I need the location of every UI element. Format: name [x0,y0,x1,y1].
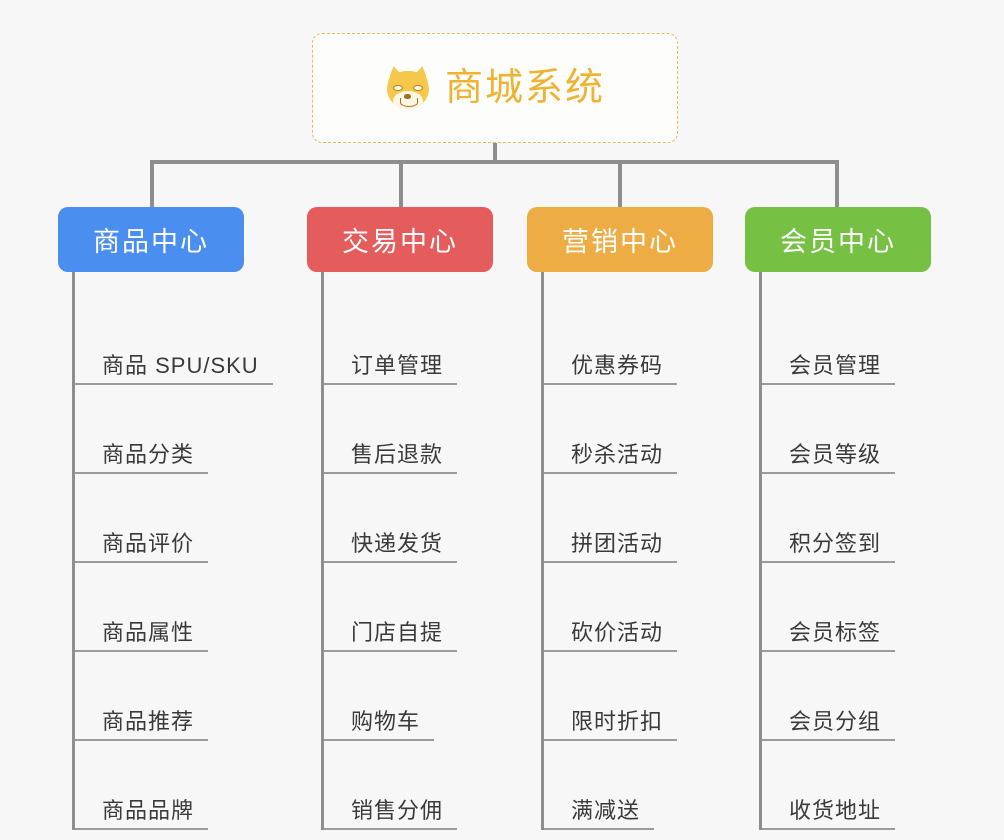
column-trade-center: 交易中心 订单管理 售后退款 快递发货 门店自提 购物车 销售分佣 [307,207,587,830]
list-item[interactable]: 会员等级 [762,385,896,474]
item-label: 限时折扣 [544,709,678,741]
dog-eye-right-icon [412,85,423,91]
item-list-trade-center: 订单管理 售后退款 快递发货 门店自提 购物车 销售分佣 [321,296,458,830]
connector-root-stem [493,143,497,163]
column-product-center: 商品中心 商品 SPU/SKU 商品分类 商品评价 商品属性 商品推荐 商品品牌 [58,207,358,830]
root-node[interactable]: 商城系统 [312,33,678,143]
item-label: 秒杀活动 [544,442,678,474]
item-label: 满减送 [544,798,655,830]
list-item[interactable]: 砍价活动 [544,563,678,652]
list-item[interactable]: 商品推荐 [75,652,273,741]
dog-mouth-icon [399,98,418,107]
list-item[interactable]: 秒杀活动 [544,385,678,474]
connector-horizontal-bus [150,160,839,164]
item-label: 积分签到 [762,531,896,563]
item-label: 商品分类 [75,442,209,474]
item-label: 门店自提 [324,620,458,652]
list-item[interactable]: 商品评价 [75,474,273,563]
list-item[interactable]: 优惠券码 [544,296,678,385]
root-title: 商城系统 [444,67,605,109]
category-header-product-center[interactable]: 商品中心 [58,207,244,272]
item-label: 砍价活动 [544,620,678,652]
item-label: 拼团活动 [544,531,678,563]
list-item[interactable]: 积分签到 [762,474,896,563]
list-item[interactable]: 满减送 [544,741,677,830]
list-item[interactable]: 会员分组 [762,652,896,741]
dog-eye-left-icon [392,85,403,91]
list-item[interactable]: 收货地址 [762,741,896,830]
item-label: 购物车 [324,709,435,741]
dog-nose-icon [404,94,412,99]
list-item[interactable]: 快递发货 [324,474,458,563]
item-label: 会员等级 [762,442,896,474]
list-item[interactable]: 商品品牌 [75,741,273,830]
category-header-trade-center[interactable]: 交易中心 [307,207,493,272]
item-label: 会员标签 [762,620,896,652]
connector-drop-trade-center [399,160,403,208]
list-item[interactable]: 会员管理 [762,296,896,385]
list-item[interactable]: 会员标签 [762,563,896,652]
item-label: 商品推荐 [75,709,209,741]
list-item[interactable]: 拼团活动 [544,474,678,563]
list-item[interactable]: 销售分佣 [324,741,458,830]
item-label: 会员分组 [762,709,896,741]
category-header-member-center[interactable]: 会员中心 [745,207,931,272]
item-label: 商品属性 [75,620,209,652]
list-item[interactable]: 门店自提 [324,563,458,652]
column-member-center: 会员中心 会员管理 会员等级 积分签到 会员标签 会员分组 收货地址 [745,207,1004,830]
item-label: 售后退款 [324,442,458,474]
connector-drop-product-center [150,160,154,208]
list-item[interactable]: 订单管理 [324,296,458,385]
connector-stem-product-center [72,272,75,303]
shiba-dog-icon [384,64,432,110]
column-marketing-center: 营销中心 优惠券码 秒杀活动 拼团活动 砍价活动 限时折扣 满减送 [527,207,807,830]
connector-stem-marketing-center [541,272,544,303]
list-item[interactable]: 商品属性 [75,563,273,652]
list-item[interactable]: 购物车 [324,652,457,741]
category-header-marketing-center[interactable]: 营销中心 [527,207,713,272]
item-list-product-center: 商品 SPU/SKU 商品分类 商品评价 商品属性 商品推荐 商品品牌 [72,296,273,830]
list-item[interactable]: 商品分类 [75,385,273,474]
list-item[interactable]: 售后退款 [324,385,458,474]
item-label: 优惠券码 [544,353,678,385]
item-list-marketing-center: 优惠券码 秒杀活动 拼团活动 砍价活动 限时折扣 满减送 [541,296,678,830]
item-label: 会员管理 [762,353,896,385]
item-label: 收货地址 [762,798,896,830]
list-item[interactable]: 商品 SPU/SKU [75,296,273,385]
item-label: 销售分佣 [324,798,458,830]
item-label: 商品评价 [75,531,209,563]
item-label: 订单管理 [324,353,458,385]
item-label: 快递发货 [324,531,458,563]
connector-drop-member-center [835,160,839,208]
item-label: 商品 SPU/SKU [75,353,273,385]
item-list-member-center: 会员管理 会员等级 积分签到 会员标签 会员分组 收货地址 [759,296,896,830]
dog-head-icon [386,71,429,109]
connector-drop-marketing-center [618,160,622,208]
connector-stem-member-center [759,272,762,303]
connector-stem-trade-center [321,272,324,303]
item-label: 商品品牌 [75,798,209,830]
list-item[interactable]: 限时折扣 [544,652,678,741]
